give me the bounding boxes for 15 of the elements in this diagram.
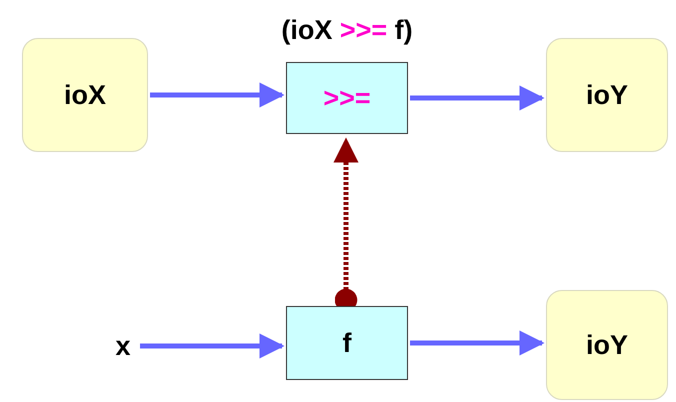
rounded-box	[546, 290, 668, 400]
expression-heading: (ioX >>= f)	[281, 15, 413, 45]
arrow	[140, 334, 284, 358]
node-label: ioY	[586, 80, 628, 110]
variable-label: x	[108, 326, 138, 366]
node-label: ioX	[64, 80, 106, 110]
process-box	[286, 306, 408, 380]
node-label: ioY	[586, 330, 628, 360]
rounded-box	[22, 38, 148, 152]
operator-label: >>=	[323, 82, 371, 114]
node-label: f	[342, 328, 352, 358]
arrow	[150, 82, 284, 108]
rounded-box	[546, 38, 668, 152]
arrow	[410, 86, 544, 110]
arrow	[410, 330, 544, 356]
